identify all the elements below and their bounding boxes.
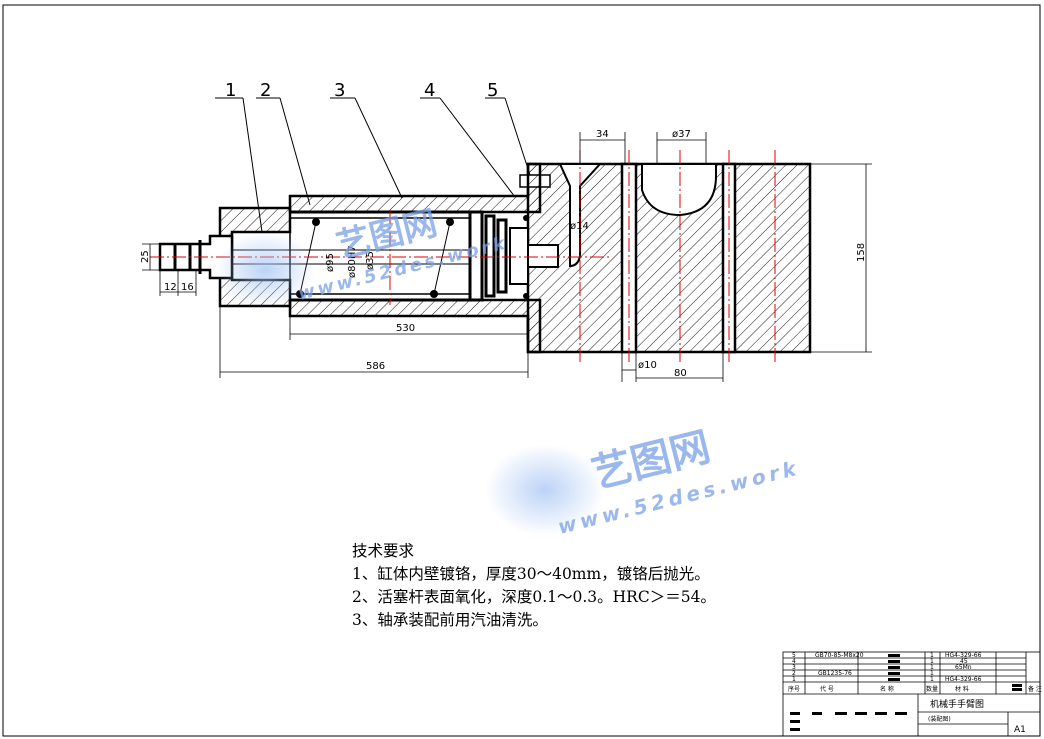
row-5-no: 5 [792,652,796,659]
drawing-title: 机械手手臂图 [930,698,984,710]
dim-16: 16 [181,282,194,293]
dim-530: 530 [396,323,415,334]
title-block: 5 GB70-85-M8x20 1 HG4-329-66 4 1 45 3 1 … [782,651,1042,737]
row-3-mat: 65Mn [955,664,972,671]
dim-d35: ø35 [365,251,376,270]
header-material: 材 料 [955,685,969,693]
row-1-qty: 1 [930,676,934,683]
row-2-qty: 1 [930,670,934,677]
arm-body-block [519,162,812,354]
tech-item-2: 2、活塞杆表面氧化，深度0.1〜0.3。HRC＞＝54。 [352,588,716,606]
parts-list-headers: 序号 代 号 名 称 数量 材 料 备 注 [788,685,1042,693]
dim-d14: ø14 [570,221,589,232]
row-1-mat: HG4-329-66 [945,676,982,683]
row-4-qty: 1 [930,658,934,665]
dim-586: 586 [366,361,385,372]
dim-158: 158 [856,243,867,262]
row-2-no: 2 [792,670,796,677]
tech-item-3: 3、轴承装配前用汽油清洗。 [352,611,548,629]
dim-34: 34 [596,129,609,140]
header-no: 序号 [788,685,800,693]
sheet-size: A1 [1014,725,1026,735]
row-2-code: GB1235-76 [818,670,852,677]
dim-d10: ø10 [638,360,657,371]
dim-25: 25 [140,250,151,263]
header-name: 名 称 [880,685,894,693]
row-3-qty: 1 [930,664,934,671]
row-4-mat: 45 [960,658,968,665]
dim-12: 12 [164,282,177,293]
technical-requirements: 技术要求 1、缸体内壁镀铬，厚度30〜40mm，镀铬后抛光。 2、活塞杆表面氧化… [352,540,716,632]
row-1-no: 1 [792,676,796,683]
row-5-code: GB70-85-M8x20 [815,652,864,659]
drawing-subtitle: (装配图) [928,715,951,723]
part-label-3: 3 [334,80,345,101]
dimensions: 34 ø37 ø14 ø10 80 158 ø95 ø80H7 ø35 25 [140,129,872,382]
row-4-no: 4 [792,658,796,665]
row-5-qty: 1 [930,652,934,659]
row-3-no: 3 [792,664,796,671]
parts-list: 5 GB70-85-M8x20 1 HG4-329-66 4 1 45 3 1 … [792,652,982,683]
header-remark: 备 注 [1028,685,1042,693]
watermark-center: 艺图网 www.52des.work [485,424,802,539]
dim-80: 80 [674,368,687,379]
part-leaders: 1 2 3 4 5 [215,80,531,233]
dim-d95: ø95 [325,253,336,272]
dim-d80h7: ø80H7 [347,245,358,278]
drawing-frame [2,4,1041,737]
header-qty: 数量 [926,685,938,693]
dim-d37: ø37 [672,129,691,140]
header-code: 代 号 [820,685,834,693]
part-label-2: 2 [260,80,271,101]
part-label-5: 5 [487,80,498,101]
tech-item-1: 1、缸体内壁镀铬，厚度30〜40mm，镀铬后抛光。 [352,565,710,583]
part-label-1: 1 [225,80,236,101]
part-label-4: 4 [424,80,435,101]
tech-title: 技术要求 [352,542,415,560]
row-5-mat: HG4-329-66 [945,652,982,659]
